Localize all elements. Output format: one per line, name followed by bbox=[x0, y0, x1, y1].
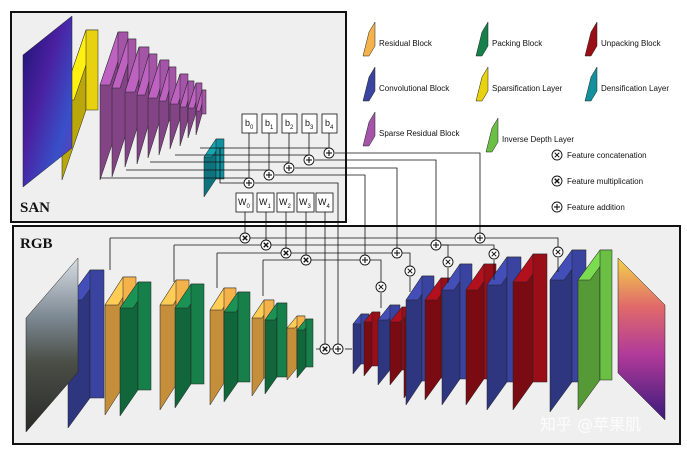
sparse-depth-input-image bbox=[22, 15, 73, 188]
legend: Residual Block Packing Block Unpacking Blo… bbox=[362, 21, 669, 212]
add-icon bbox=[551, 201, 563, 213]
legend-swatch bbox=[362, 66, 376, 102]
add-icon bbox=[430, 239, 442, 251]
svg-text:b1: b1 bbox=[265, 118, 274, 131]
connection-lines bbox=[100, 133, 559, 350]
packing-block bbox=[174, 283, 205, 409]
legend-swatch bbox=[584, 21, 598, 57]
san-encoder-layers bbox=[61, 29, 225, 198]
add-icon bbox=[263, 169, 275, 181]
legend-item-sparse-residual-block: Sparse Residual Block bbox=[362, 111, 460, 147]
legend-label: Unpacking Block bbox=[601, 39, 662, 48]
weight-box-w4: W4 bbox=[315, 192, 334, 213]
legend-item-convolutional-block: Convolutional Block bbox=[362, 66, 450, 102]
legend-item-inverse-depth-layer: Inverse Depth Layer bbox=[485, 117, 574, 153]
unpacking-block bbox=[363, 311, 381, 377]
legend-item-packing-block: Packing Block bbox=[475, 21, 543, 57]
legend-label: Inverse Depth Layer bbox=[502, 135, 574, 144]
bias-boxes: b0 b1 b2 b3 b4 bbox=[241, 113, 338, 134]
concat-icon bbox=[488, 248, 500, 260]
weight-box-w3: W3 bbox=[296, 192, 315, 213]
sparse-residual-block bbox=[158, 66, 177, 156]
legend-item-densification-layer: Densification Layer bbox=[584, 66, 669, 102]
multiply-icon bbox=[300, 254, 312, 266]
bias-box-b0: b0 bbox=[241, 113, 258, 134]
legend-item-sparsification-layer: Sparsification Layer bbox=[475, 66, 563, 102]
bias-box-b3: b3 bbox=[301, 113, 318, 134]
inverse-depth-layer bbox=[577, 249, 613, 411]
concat-icon bbox=[404, 265, 416, 277]
legend-op-label: Feature concatenation bbox=[567, 151, 647, 160]
legend-swatch bbox=[362, 21, 376, 57]
legend-label: Residual Block bbox=[379, 39, 433, 48]
legend-swatch bbox=[475, 21, 489, 57]
packing-block bbox=[119, 281, 152, 417]
concat-icon bbox=[442, 256, 454, 268]
svg-text:W1: W1 bbox=[259, 197, 272, 210]
packing-block bbox=[264, 302, 288, 395]
legend-label: Convolutional Block bbox=[379, 84, 450, 93]
rgb-title: RGB bbox=[20, 236, 53, 252]
watermark: 知乎 @苹果肌 bbox=[540, 415, 641, 434]
legend-swatch bbox=[475, 66, 489, 102]
multiply-icon bbox=[260, 239, 272, 251]
legend-label: Packing Block bbox=[492, 39, 543, 48]
bias-box-b4: b4 bbox=[321, 113, 338, 134]
svg-text:W4: W4 bbox=[318, 197, 331, 210]
sparse-residual-block bbox=[187, 82, 203, 139]
packing-block bbox=[296, 318, 314, 379]
san-title: SAN bbox=[20, 200, 50, 216]
weight-box-w2: W2 bbox=[276, 192, 295, 213]
weight-boxes: W0 W1 W2 W3 W4 bbox=[235, 192, 334, 213]
legend-label: Densification Layer bbox=[601, 84, 669, 93]
bias-box-b2: b2 bbox=[281, 113, 298, 134]
multiply-icon bbox=[280, 247, 292, 259]
legend-op-label: Feature addition bbox=[567, 203, 625, 212]
legend-item-unpacking-block: Unpacking Block bbox=[584, 21, 662, 57]
multiply-icon bbox=[319, 343, 331, 355]
concat-icon bbox=[551, 149, 563, 161]
svg-text:b3: b3 bbox=[305, 118, 314, 131]
add-icon bbox=[391, 247, 403, 259]
multiply-icon bbox=[551, 175, 563, 187]
weight-box-w1: W1 bbox=[256, 192, 275, 213]
add-icon bbox=[303, 154, 315, 166]
svg-text:W2: W2 bbox=[279, 197, 292, 210]
concat-icon bbox=[552, 246, 564, 258]
legend-swatch bbox=[584, 66, 598, 102]
bias-box-b1: b1 bbox=[261, 113, 278, 134]
add-icon bbox=[474, 232, 486, 244]
inverse-depth-output-image bbox=[617, 257, 666, 421]
concat-icon bbox=[375, 281, 387, 293]
legend-swatch bbox=[362, 111, 376, 147]
packing-block bbox=[223, 291, 251, 403]
legend-label: Sparsification Layer bbox=[492, 84, 563, 93]
legend-swatch bbox=[485, 117, 499, 153]
add-icon bbox=[243, 177, 255, 189]
svg-text:b4: b4 bbox=[325, 118, 334, 131]
add-icon bbox=[283, 162, 295, 174]
legend-label: Sparse Residual Block bbox=[379, 129, 460, 138]
rgb-network-layers bbox=[67, 249, 613, 429]
legend-item-residual-block: Residual Block bbox=[362, 21, 433, 57]
svg-text:b0: b0 bbox=[245, 118, 254, 131]
multiply-icon bbox=[239, 232, 251, 244]
legend-op-label: Feature multiplication bbox=[567, 177, 643, 186]
rgb-input-image bbox=[25, 257, 79, 433]
add-icon bbox=[323, 147, 335, 159]
operation-nodes bbox=[239, 147, 564, 355]
svg-text:b2: b2 bbox=[285, 118, 294, 131]
add-icon bbox=[359, 254, 371, 266]
unpacking-block bbox=[512, 253, 548, 411]
add-icon bbox=[332, 343, 344, 355]
sparse-residual-block bbox=[195, 89, 207, 136]
svg-text:W0: W0 bbox=[238, 197, 251, 210]
svg-text:W3: W3 bbox=[299, 197, 312, 210]
weight-box-w0: W0 bbox=[235, 192, 254, 213]
